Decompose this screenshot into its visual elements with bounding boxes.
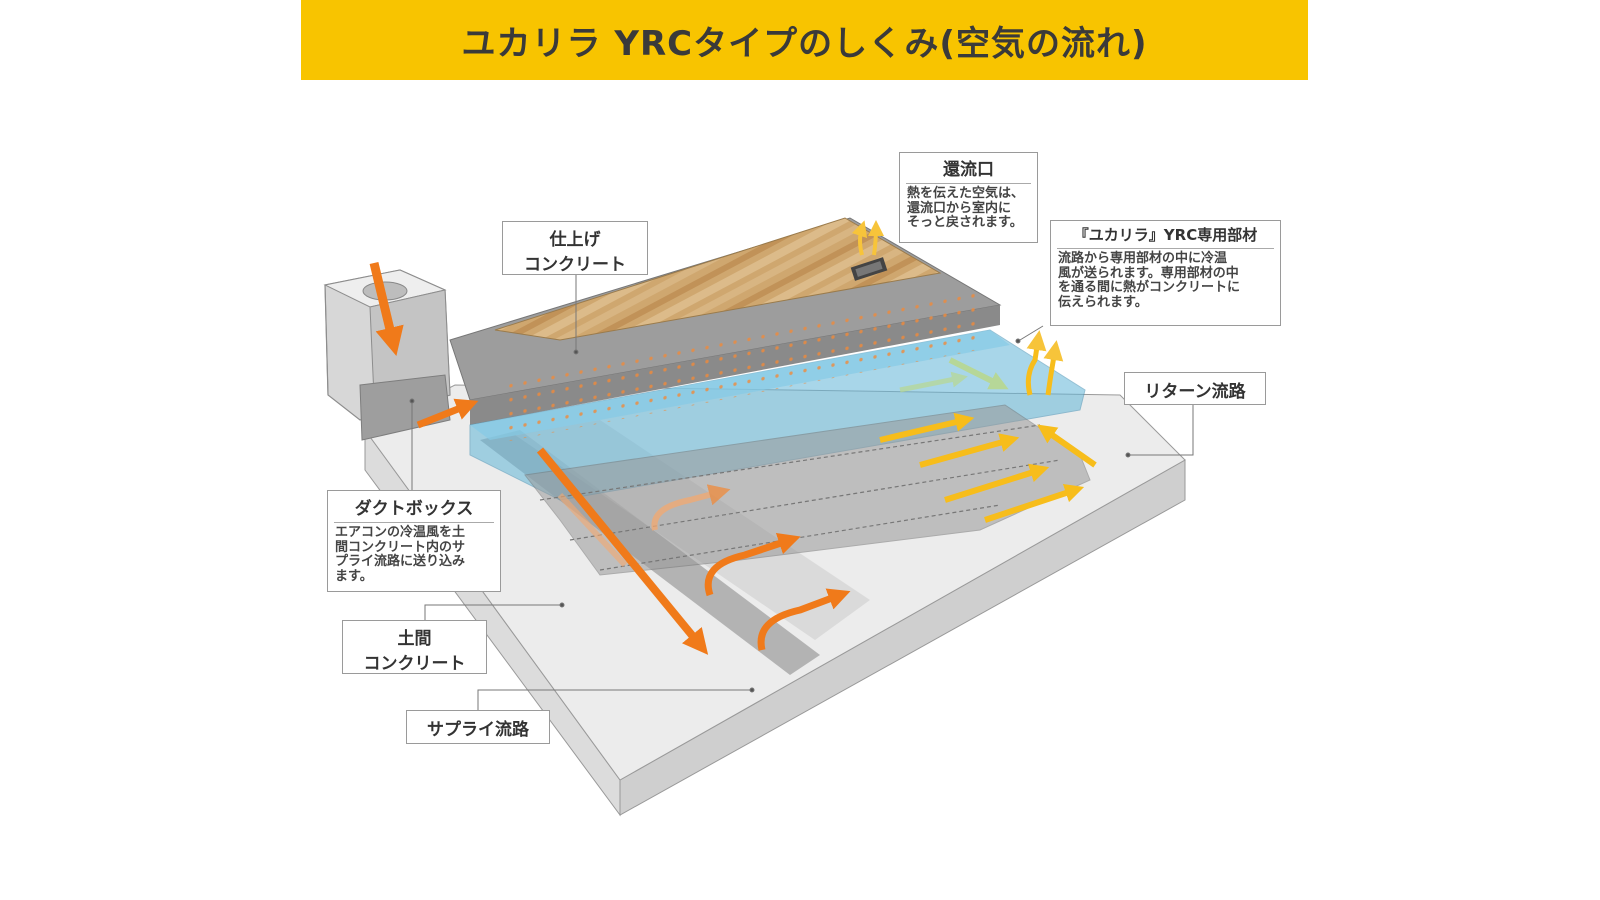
label-yrc-member-line-1: 流路から専用部材の中に冷温 — [1058, 251, 1228, 266]
label-kanryuko-title: 還流口 — [943, 160, 994, 180]
label-duct-box-line-4: ます。 — [335, 568, 373, 584]
label-yrc-member-line-4: 伝えられます。 — [1058, 294, 1148, 310]
label-kanryuko-line-1: 熱を伝えた空気は、 — [907, 186, 1025, 201]
label-shiage-line-2: コンクリート — [524, 255, 626, 275]
label-doma-line-2: コンクリート — [363, 654, 466, 674]
label-duct-box-line-1: エアコンの冷温風を土 — [335, 525, 466, 540]
label-kanryuko-body: 熱を伝えた空気は、 還流口から室内に そっと戻されます。 — [900, 186, 1037, 235]
return-arrows — [851, 220, 1097, 523]
label-return-channel: リターン流路 — [1124, 372, 1266, 405]
label-yrc-member-title: 『ユカリラ』YRC専用部材 — [1073, 226, 1258, 244]
label-kanryuko-line-3: そっと戻されます。 — [907, 215, 1023, 230]
label-duct-box-title: ダクトボックス — [354, 499, 474, 519]
label-shiage-concrete: 仕上げ コンクリート — [502, 221, 648, 275]
label-duct-box-body: エアコンの冷温風を土 間コンクリート内のサ プライ流路に送り込み ます。 — [328, 525, 500, 588]
page-title: ユカリラ YRCタイプのしくみ(空気の流れ) — [461, 23, 1148, 64]
label-yrc-member-line-3: を通る間に熱がコンクリートに — [1058, 280, 1241, 295]
label-duct-box: ダクトボックス エアコンの冷温風を土 間コンクリート内のサ プライ流路に送り込み… — [327, 490, 501, 592]
label-yrc-member-rule — [1057, 248, 1274, 249]
label-return-channel-title: リターン流路 — [1144, 382, 1246, 402]
label-yrc-member-body: 流路から専用部材の中に冷温 風が送られます。専用部材の中 を通る間に熱がコンクリ… — [1051, 251, 1280, 314]
yrc-member — [469, 289, 1086, 501]
label-duct-box-line-2: 間コンクリート内のサ — [335, 539, 466, 555]
label-doma-concrete: 土間 コンクリート — [342, 620, 487, 674]
title-bar: ユカリラ YRCタイプのしくみ(空気の流れ) — [301, 0, 1308, 80]
label-supply-channel: サプライ流路 — [406, 710, 550, 744]
duct-box — [323, 269, 451, 441]
channel-cutaway — [524, 404, 1091, 576]
supply-arrows — [369, 261, 851, 655]
label-kanryuko-rule — [906, 183, 1031, 184]
label-supply-channel-title: サプライ流路 — [427, 720, 529, 740]
label-duct-box-line-3: プライ流路に送り込み — [335, 554, 466, 569]
label-shiage-line-1: 仕上げ — [549, 230, 601, 250]
label-yrc-member-line-2: 風が送られます。専用部材の中 — [1058, 265, 1239, 281]
leader-lines — [409, 275, 1194, 714]
label-yrc-member: 『ユカリラ』YRC専用部材 流路から専用部材の中に冷温 風が送られます。専用部材… — [1050, 220, 1281, 326]
label-kanryuko: 還流口 熱を伝えた空気は、 還流口から室内に そっと戻されます。 — [899, 152, 1038, 243]
label-duct-box-rule — [334, 522, 494, 523]
label-kanryuko-line-2: 還流口から室内に — [907, 200, 1012, 216]
label-doma-line-1: 土間 — [397, 629, 432, 649]
